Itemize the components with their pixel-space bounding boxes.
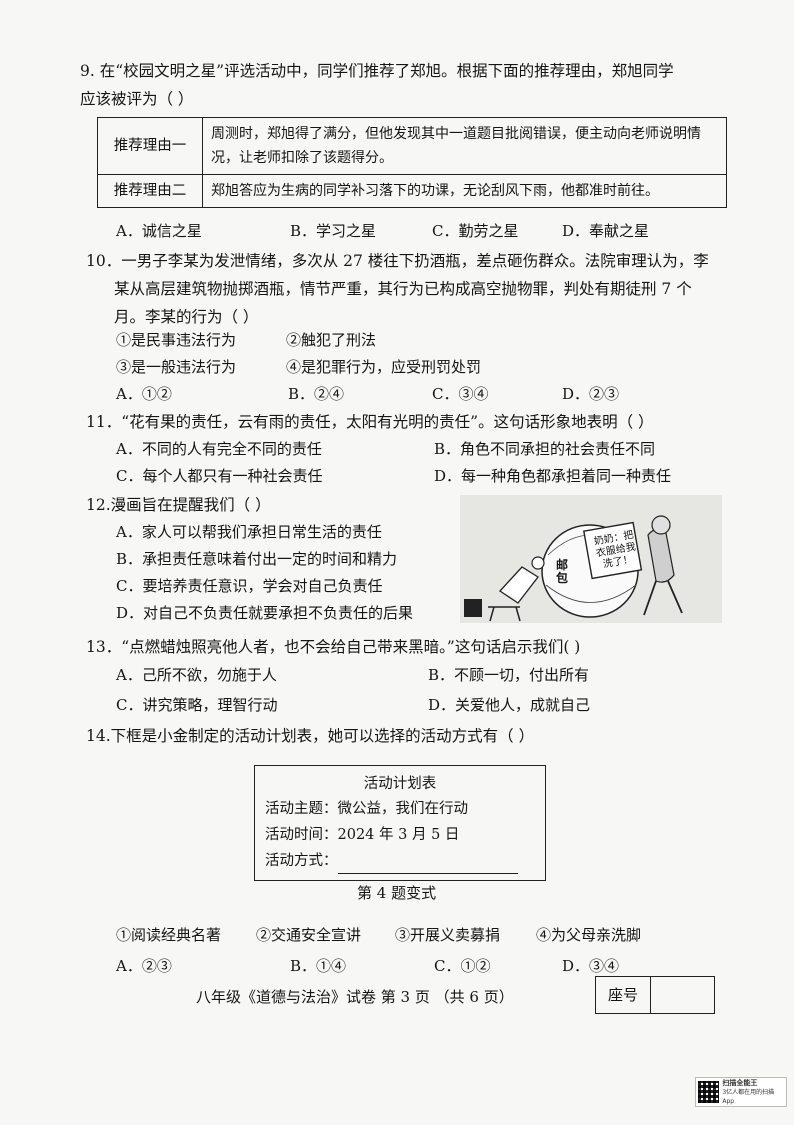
- q9-stem-line1: 9. 在“校园文明之星”评选活动中，同学们推荐了郑旭。根据下面的推荐理由，郑旭同…: [80, 62, 674, 80]
- page-footer: 八年级《道德与法治》试卷 第 3 页 （共 6 页）: [196, 988, 514, 1006]
- q9-reasons-table: 推荐理由一 周测时，郑旭得了满分，但他发现其中一道题目批阅错误，便主动向老师说明…: [97, 117, 727, 208]
- q14-option-c: C．①②: [434, 957, 491, 975]
- q12-option-b: B．承担责任意味着付出一定的时间和精力: [116, 550, 398, 568]
- q9-option-a: A．诚信之星: [116, 222, 202, 240]
- plan-title: 活动计划表: [363, 776, 437, 792]
- activity-plan-box: 活动计划表 活动主题：微公益，我们在行动 活动时间：2024 年 3 月 5 日…: [254, 765, 546, 881]
- q10-statement-2: ②触犯了刑法: [286, 331, 377, 349]
- q14-stem: 14.下框是小金制定的活动计划表，她可以选择的活动方式有（ ）: [86, 727, 535, 745]
- q12-option-a: A．家人可以帮我们承担日常生活的责任: [116, 523, 382, 541]
- q10-stem-line1: 10．一男子李某为发泄情绪，多次从 27 楼往下扔酒瓶，差点砸伤群众。法院审理认…: [86, 252, 709, 270]
- q12-option-c: C．要培养责任意识，学会对自己负责任: [116, 577, 383, 595]
- plan-theme: 活动主题：微公益，我们在行动: [265, 801, 468, 817]
- q11-option-a: A．不同的人有完全不同的责任: [116, 440, 322, 458]
- q11-stem: 11．“花有果的责任，云有雨的责任，太阳有光明的责任”。这句话形象地表明（ ）: [86, 413, 654, 431]
- q10-option-a: A．①②: [116, 385, 172, 403]
- q13-stem: 13．“点燃蜡烛照亮他人者，也不会给自己带来黑暗。”这句话启示我们( ): [86, 638, 581, 656]
- q12-stem: 12.漫画旨在提醒我们（ ）: [86, 496, 271, 514]
- q13-option-a: A．己所不欲，勿施于人: [116, 666, 277, 684]
- reason-text: 郑旭答应为生病的同学补习落下的功课，无论刮风下雨，他都准时前往。: [202, 174, 727, 208]
- q9-option-c: C．勤劳之星: [432, 222, 519, 240]
- q10-stem-line2: 某从高层建筑物抛掷酒瓶，情节严重，其行为已构成高空抛物罪，判处有期徒刑 7 个: [114, 280, 692, 298]
- reason-label: 推荐理由一: [97, 117, 203, 175]
- q14-choice-4: ④为父母亲洗脚: [536, 926, 642, 944]
- q14-choice-2: ②交通安全宣讲: [256, 926, 362, 944]
- table-row: 推荐理由一 周测时，郑旭得了满分，但他发现其中一道题目批阅错误，便主动向老师说明…: [97, 117, 727, 175]
- cartoon-illustration: 奶奶：把衣服给我洗了！ 邮包: [460, 495, 722, 623]
- plan-method-label: 活动方式：: [265, 853, 338, 869]
- q10-statement-3: ③是一般违法行为: [116, 358, 237, 376]
- q11-option-d: D．每一种角色都承担着同一种责任: [434, 467, 672, 485]
- q10-option-c: C．③④: [432, 385, 489, 403]
- q10-stem-line3: 月。李某的行为（ ）: [114, 308, 259, 326]
- q14-option-b: B．①④: [290, 957, 347, 975]
- q14-choice-1: ①阅读经典名著: [116, 926, 222, 944]
- cartoon-bag-label: 邮包: [556, 558, 569, 585]
- plan-time: 活动时间：2024 年 3 月 5 日: [265, 827, 460, 843]
- q9-stem-line2: 应该被评为（ ）: [80, 90, 194, 108]
- q10-statement-1: ①是民事违法行为: [116, 331, 237, 349]
- scanner-brand: 扫描全能王: [722, 1078, 758, 1087]
- plan-caption: 第 4 题变式: [357, 884, 437, 902]
- qr-code-icon: [698, 1081, 720, 1103]
- seat-blank: [651, 977, 714, 1013]
- seat-label: 座号: [596, 977, 651, 1013]
- scanner-tagline: 3亿人都在用的扫描App: [722, 1088, 775, 1105]
- q13-option-d: D．关爱他人，成就自己: [428, 696, 591, 714]
- q12-option-d: D．对自己不负责任就要承担不负责任的后果: [116, 604, 414, 622]
- q11-option-c: C．每个人都只有一种社会责任: [116, 467, 323, 485]
- q14-option-a: A．②③: [116, 957, 172, 975]
- q9-option-d: D．奉献之星: [562, 222, 650, 240]
- plan-method-row: 活动方式：: [255, 848, 545, 874]
- plan-method-blank: [337, 855, 518, 874]
- q13-option-c: C．讲究策略，理智行动: [116, 696, 278, 714]
- table-row: 推荐理由二 郑旭答应为生病的同学补习落下的功课，无论刮风下雨，他都准时前往。: [97, 174, 727, 208]
- q9-option-b: B．学习之星: [290, 222, 377, 240]
- cartoon-drawing: [460, 495, 722, 623]
- q10-option-b: B．②④: [288, 385, 345, 403]
- q10-statement-4: ④是犯罪行为，应受刑罚处罚: [286, 358, 482, 376]
- q14-choice-3: ③开展义卖募捐: [395, 926, 501, 944]
- q11-option-b: B．角色不同承担的社会责任不同: [434, 440, 656, 458]
- scanner-watermark: 扫描全能王 3亿人都在用的扫描App: [695, 1077, 787, 1107]
- q13-option-b: B．不顾一切，付出所有: [428, 666, 590, 684]
- reason-text: 周测时，郑旭得了满分，但他发现其中一道题目批阅错误，便主动向老师说明情况，让老师…: [202, 117, 727, 175]
- scanner-text: 扫描全能王 3亿人都在用的扫描App: [722, 1079, 784, 1106]
- seat-number-box: 座号: [595, 976, 715, 1014]
- q14-option-d: D．③④: [562, 957, 620, 975]
- q10-option-d: D．②③: [562, 385, 620, 403]
- reason-label: 推荐理由二: [97, 174, 203, 208]
